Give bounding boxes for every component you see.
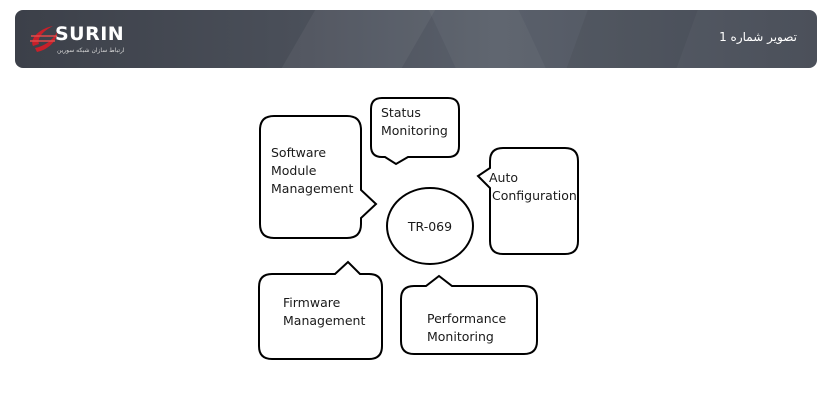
figure-title: تصویر شماره 1 [719,30,797,44]
tr069-label: TR-069 [407,219,452,234]
auto-label-line: Auto [489,170,518,185]
software-label-line: Management [271,181,353,196]
software-bubble [259,115,378,239]
logo-wordmark: SURIN [55,23,125,45]
tr069-circle [386,187,474,265]
firmware-label-line: Firmware [283,295,341,310]
software-label-line: Software [271,145,326,160]
firmware-bubble [258,260,383,360]
status-label-line: Status [381,105,421,120]
auto-label-line: Configuration [492,188,577,203]
performance-label-line: Performance [427,311,507,326]
status-bubble [370,97,460,166]
status-label-line: Monitoring [381,123,448,138]
performance-label-line: Monitoring [427,329,494,344]
software-label-line: Module [271,163,317,178]
header-banner: SURIN ارتباط سازان شبکه سورین تصویر شمار… [15,10,817,68]
performance-bubble [400,274,538,355]
surin-logo-icon [30,26,57,52]
logo-subtitle: ارتباط سازان شبکه سورین [57,47,125,54]
firmware-label-line: Management [283,313,365,328]
surin-logo: SURIN ارتباط سازان شبکه سورین [27,22,137,58]
auto-bubble [476,147,579,255]
